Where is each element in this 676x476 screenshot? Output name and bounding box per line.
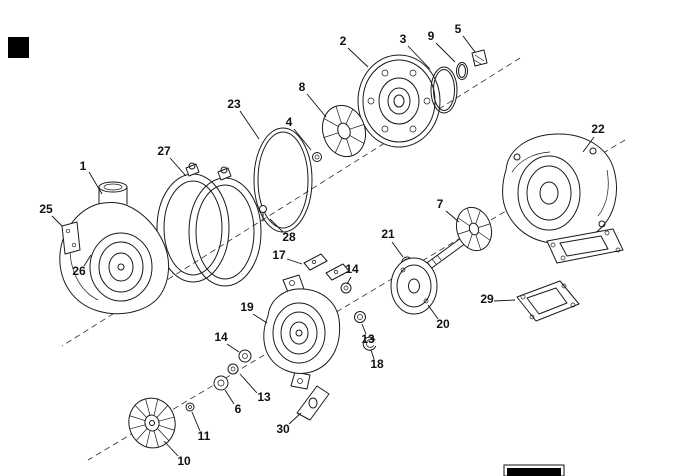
callout-21: 21 — [381, 227, 404, 258]
mounting-plate-part — [61, 221, 81, 255]
svg-text:8: 8 — [299, 80, 306, 94]
callout-6: 6 — [224, 389, 242, 416]
gasket-part — [516, 280, 580, 322]
svg-text:5: 5 — [455, 22, 462, 36]
nut-part-11 — [185, 402, 195, 412]
callout-23: 23 — [227, 97, 260, 140]
snap-ring-part-18 — [362, 336, 376, 351]
svg-text:10: 10 — [177, 454, 191, 468]
callout-28: 28 — [269, 218, 296, 244]
svg-text:9: 9 — [428, 29, 435, 43]
oil-deflector-part — [296, 385, 330, 421]
svg-text:7: 7 — [437, 197, 444, 211]
spacer-part-6 — [213, 375, 229, 391]
callout-8: 8 — [299, 80, 327, 118]
callout-30: 30 — [276, 412, 302, 436]
stud-part-28 — [259, 205, 267, 222]
callout-13-lower: 13 — [239, 373, 271, 404]
callout-17: 17 — [272, 248, 303, 265]
callout-14-lower: 14 — [214, 330, 240, 353]
callout-5: 5 — [455, 22, 476, 53]
callout-25: 25 — [39, 202, 63, 227]
plug-part-5 — [471, 49, 488, 67]
svg-text:3: 3 — [400, 32, 407, 46]
callout-3: 3 — [400, 32, 431, 70]
callout-22: 22 — [582, 122, 605, 153]
retainer-plates-part — [303, 253, 350, 281]
shaft-wheel-part — [423, 206, 493, 271]
svg-text:17: 17 — [272, 248, 286, 262]
svg-text:25: 25 — [39, 202, 53, 216]
callout-13-upper: 13 — [361, 323, 375, 346]
seal-ring-part-9 — [456, 62, 468, 80]
callout-20: 20 — [427, 304, 450, 331]
callout-9: 9 — [428, 29, 456, 63]
callout-26: 26 — [72, 254, 92, 278]
callout-18: 18 — [370, 349, 384, 371]
washer-part-13-lower — [227, 363, 239, 375]
callout-7: 7 — [437, 197, 460, 223]
turbine-wheel-part — [321, 104, 367, 158]
svg-text:26: 26 — [72, 264, 86, 278]
bearing-housing-part — [263, 274, 341, 390]
svg-text:30: 30 — [276, 422, 290, 436]
compressor-wheel-part — [128, 397, 176, 449]
svg-text:20: 20 — [436, 317, 450, 331]
nut-part-4 — [312, 152, 322, 162]
corner-marker-block — [8, 37, 29, 58]
diffuser-plate-part — [357, 54, 441, 148]
svg-text:14: 14 — [214, 330, 228, 344]
svg-text:18: 18 — [370, 357, 384, 371]
svg-text:4: 4 — [286, 115, 293, 129]
svg-text:1: 1 — [80, 159, 87, 173]
callout-11: 11 — [191, 411, 211, 443]
compressor-housing-part — [59, 181, 169, 315]
svg-text:13: 13 — [361, 332, 375, 346]
callout-10: 10 — [163, 440, 191, 468]
svg-text:23: 23 — [227, 97, 241, 111]
callout-layer: 1 27 23 8 2 3 9 5 4 22 25 26 28 17 7 21 … — [39, 22, 605, 468]
v-band-clamps-part — [156, 162, 262, 287]
washer-part-14-upper — [340, 282, 352, 294]
washer-part-14-lower — [238, 349, 252, 363]
turbine-housing-part — [502, 133, 624, 264]
callout-19: 19 — [240, 300, 268, 324]
callout-1: 1 — [80, 159, 103, 195]
svg-text:19: 19 — [240, 300, 254, 314]
svg-text:21: 21 — [381, 227, 395, 241]
svg-text:2: 2 — [340, 34, 347, 48]
svg-text:28: 28 — [282, 230, 296, 244]
callout-14-upper: 14 — [345, 262, 359, 285]
svg-text:14: 14 — [345, 262, 359, 276]
svg-text:13: 13 — [257, 390, 271, 404]
callout-2: 2 — [340, 34, 369, 68]
callout-27: 27 — [157, 144, 187, 177]
page-number-box — [503, 464, 565, 476]
o-ring-part-3 — [430, 66, 458, 114]
callout-29: 29 — [480, 292, 516, 306]
svg-text:22: 22 — [591, 122, 605, 136]
callout-4: 4 — [286, 115, 312, 151]
svg-text:27: 27 — [157, 144, 171, 158]
svg-text:6: 6 — [235, 402, 242, 416]
svg-text:11: 11 — [198, 429, 211, 443]
washer-part-13-upper — [354, 311, 366, 323]
backplate-part — [390, 257, 438, 315]
svg-text:29: 29 — [480, 292, 494, 306]
